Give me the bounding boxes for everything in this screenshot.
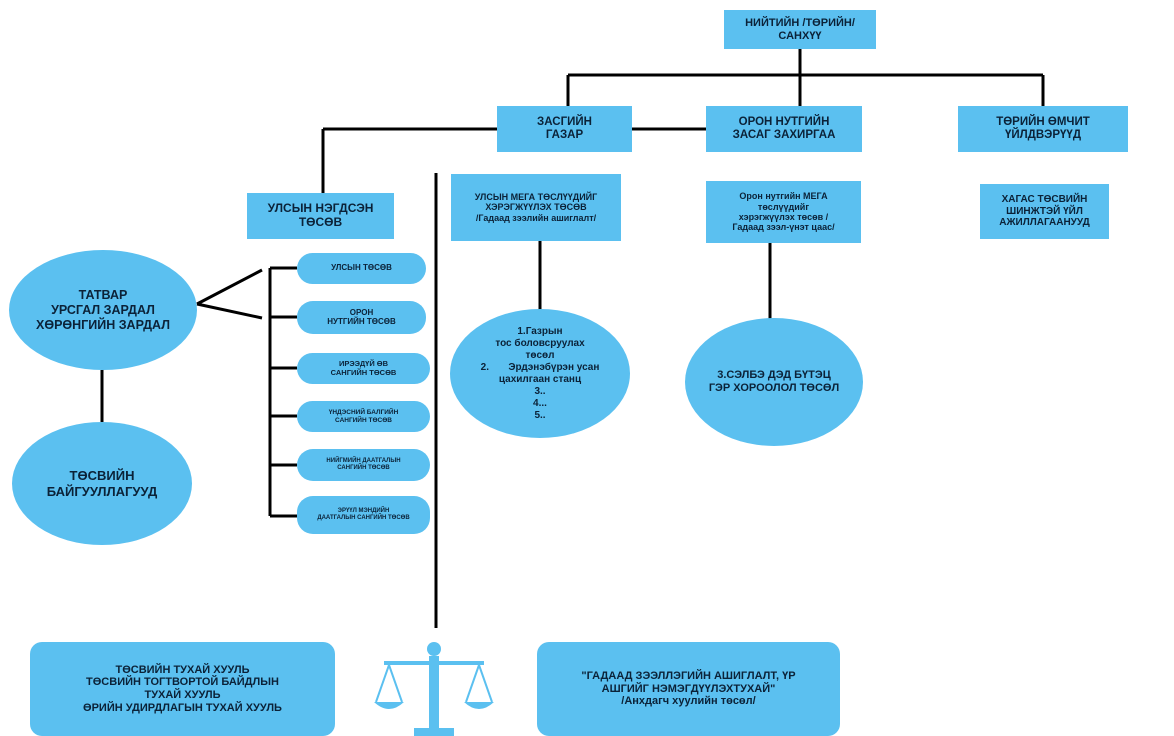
local-mega-budget-box: Орон нутгийн МЕГА төслүүдийг хэрэгжүүлэх…: [706, 181, 861, 243]
root-public-finance-box: НИЙТИЙН /ТӨРИЙН/ САНХҮҮ: [724, 10, 876, 49]
local-project-ellipse: 3.СЭЛБЭ ДЭД БҮТЭЦ ГЭР ХОРООЛОЛ ТӨСӨЛ: [685, 318, 863, 446]
sub-budget-pill: ОРОН НУТГИЙН ТӨСӨВ: [297, 301, 426, 334]
budget-organizations-ellipse: ТӨСВИЙН БАЙГУУЛЛАГУУД: [12, 422, 192, 545]
sub-budget-pill: УЛСЫН ТӨСӨВ: [297, 253, 426, 284]
unified-budget-box: УЛСЫН НЭГДСЭН ТӨСӨВ: [247, 193, 394, 239]
project-line: 4...: [533, 397, 547, 409]
project-line: 3..: [534, 385, 546, 397]
local-government-box: ОРОН НУТГИЙН ЗАСАГ ЗАХИРГАА: [706, 106, 862, 152]
off-budget-activities-box: ХАГАС ТӨСВИЙН ШИНЖТЭЙ ҮЙЛ АЖИЛЛАГААНУУД: [980, 184, 1109, 239]
sub-budget-pill: ИРЭЭДҮЙ ӨВ САНГИЙН ТӨСӨВ: [297, 353, 430, 384]
state-enterprises-box: ТӨРИЙН ӨМЧИТ ҮЙЛДВЭРҮҮД: [958, 106, 1128, 152]
project-line: 5..: [534, 409, 546, 421]
foreign-loan-law-box: "ГАДААД ЗЭЭЛЛЭГИЙН АШИГЛАЛТ, ҮР АШГИЙГ Н…: [537, 642, 840, 736]
project-line: 2. Эрдэнэбүрэн усан: [480, 361, 600, 373]
sub-budget-pill: ҮНДЭСНИЙ БАЛГИЙН САНГИЙН ТӨСӨВ: [297, 401, 430, 432]
project-line: тос боловсруулах: [495, 337, 585, 349]
budget-laws-box: ТӨСВИЙН ТУХАЙ ХУУЛЬ ТӨСВИЙН ТОГТВОРТОЙ Б…: [30, 642, 335, 736]
taxes-expenses-ellipse: ТАТВАР УРСГАЛ ЗАРДАЛ ХӨРӨНГИЙН ЗАРДАЛ: [9, 250, 197, 370]
national-projects-ellipse: 1.Газрын тос боловсруулах төсөл 2. Эрдэн…: [450, 309, 630, 438]
project-line: 1.Газрын: [517, 325, 563, 337]
national-mega-budget-box: УЛСЫН МЕГА ТӨСЛҮҮДИЙГ ХЭРЭГЖҮҮЛЭХ ТӨСӨВ …: [451, 174, 621, 241]
sub-budget-pill: НИЙГМИЙН ДААТГАЛЫН САНГИЙН ТӨСӨВ: [297, 449, 430, 481]
scales-of-justice-icon: [374, 642, 494, 736]
sub-budget-pill: ЭРҮҮЛ МЭНДИЙН ДААТГАЛЫН САНГИЙН ТӨСӨВ: [297, 496, 430, 534]
project-line: төсөл: [525, 349, 555, 361]
project-line: цахилгаан станц: [498, 373, 582, 385]
government-box: ЗАСГИЙН ГАЗАР: [497, 106, 632, 152]
